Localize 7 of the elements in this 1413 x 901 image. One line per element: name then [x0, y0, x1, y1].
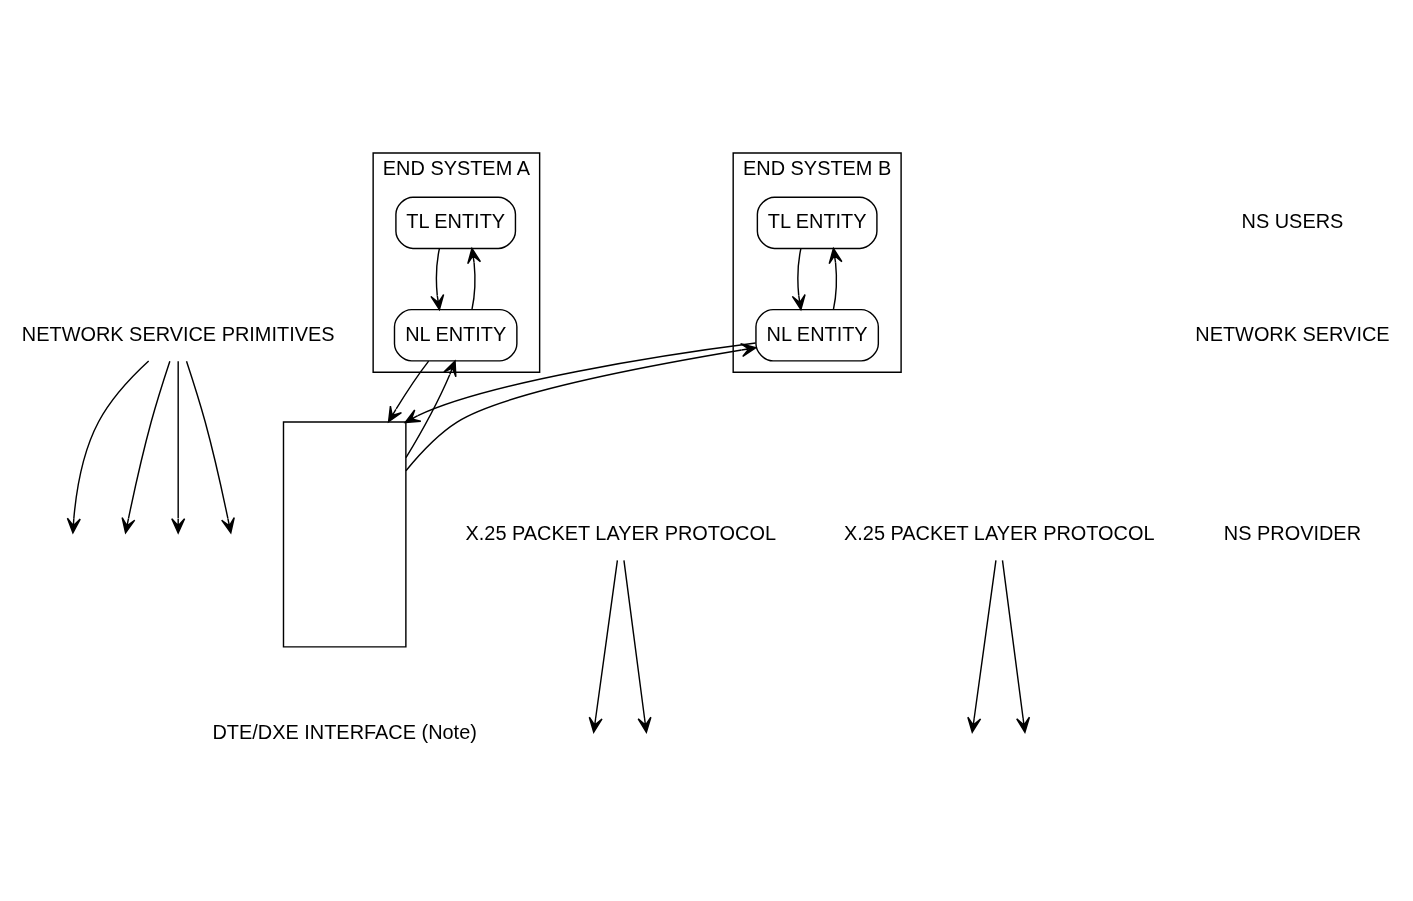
node-text: X.25 PACKET LAYER PROTOCOL [465, 521, 777, 544]
node-text: NETWORK SERVICE PRIMITIVES [21, 322, 335, 345]
label: NS PROVIDER [1223, 521, 1362, 544]
label: NS USERS [1241, 210, 1344, 233]
label: DTE/DXE INTERFACE (Note) [212, 720, 477, 743]
label: NETWORK SERVICE [1195, 322, 1390, 345]
node-text: X.25 PACKET LAYER PROTOCOL [844, 521, 1155, 544]
